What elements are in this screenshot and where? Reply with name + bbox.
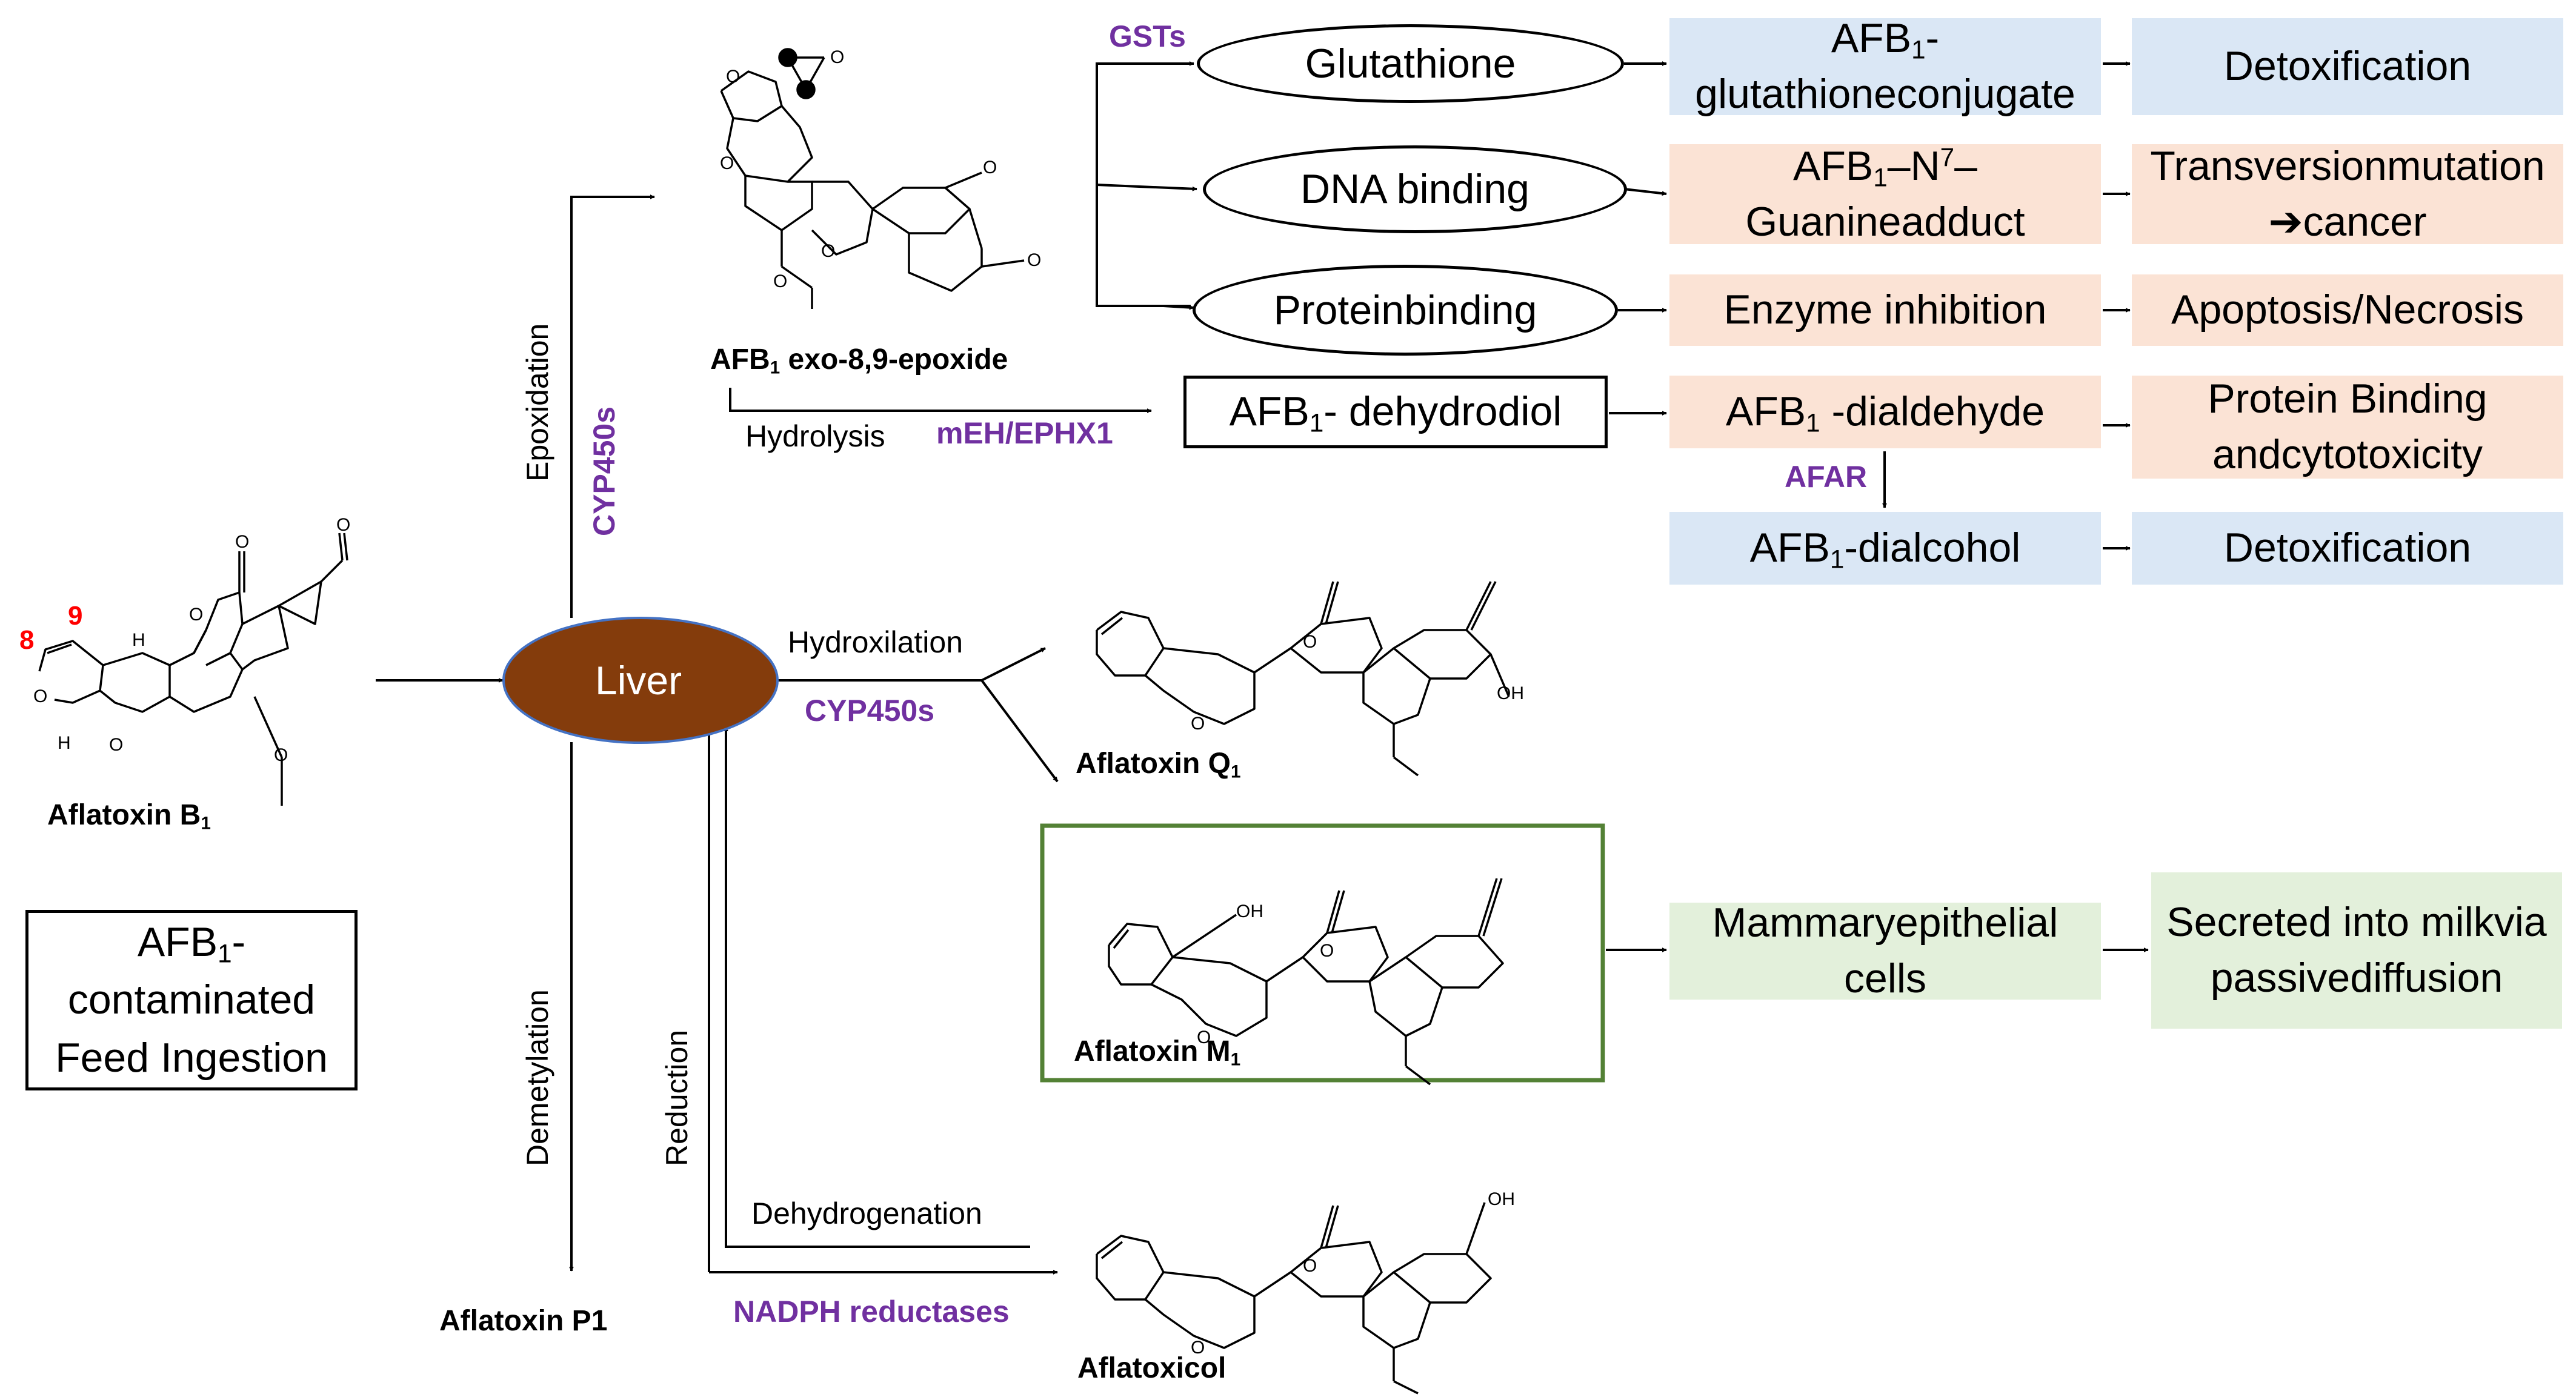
cyp450s-hydroxilation: CYP450s: [805, 694, 935, 728]
m1-frame: [1040, 823, 1605, 1083]
aflatoxicol-structure: [1096, 1202, 1492, 1395]
dna-binding-ellipse: DNA binding: [1203, 145, 1627, 233]
q1-structure: [1096, 581, 1510, 777]
aflatoxicol-atom-o2: O: [1191, 1338, 1205, 1358]
epoxide-atom-o4: O: [821, 241, 836, 261]
demetylation-label: Demetylation: [521, 989, 554, 1166]
afb1-position-8: 8: [19, 625, 35, 655]
afb1-structure: [38, 533, 348, 806]
aflatoxicol-label: Aflatoxicol: [1077, 1352, 1226, 1384]
guanine-adduct-box: AFB1–N7–Guanineadduct: [1669, 143, 2101, 245]
secreted-milk-box: Secreted into milkvia passivediffusion: [2151, 872, 2562, 1029]
hydrolysis-label: Hydrolysis: [745, 419, 885, 453]
meh-ephx1-label: mEH/EPHX1: [936, 416, 1113, 450]
dehydrogenation-label: Dehydrogenation: [751, 1196, 982, 1230]
dialdehyde-box: AFB1 -dialdehyde: [1669, 376, 2101, 448]
epoxide-label: AFB1 exo-8,9-epoxide: [710, 343, 1008, 378]
protein-binding-ellipse: Proteinbinding: [1193, 265, 1618, 356]
arrow-hydrolysis: [729, 388, 1152, 413]
transversion-cancer-box: Transversionmutation ➔cancer: [2132, 143, 2563, 245]
epoxide-atom-o7: O: [773, 271, 788, 291]
m1-structure: [1108, 878, 1504, 1086]
detoxification-box-1: Detoxification: [2132, 18, 2563, 115]
aflatoxicol-atom-o1: O: [1303, 1256, 1317, 1276]
epoxide-atom-o1: O: [726, 67, 741, 87]
epoxide-structure: [720, 48, 1025, 309]
cyp450s-epoxidation: CYP450s: [587, 406, 621, 536]
afb1-label: Aflatoxin B1: [47, 799, 211, 834]
m1-atom-o1: O: [1320, 941, 1334, 961]
m1-atom-o2: O: [1197, 1027, 1211, 1047]
reduction-label: Reduction: [660, 1029, 694, 1166]
dialcohol-box: AFB1-dialcohol: [1669, 512, 2101, 585]
detoxification-box-2: Detoxification: [2132, 512, 2563, 585]
q1-label: Aflatoxin Q1: [1076, 748, 1241, 782]
afb1-atom-o4: O: [235, 532, 250, 552]
glutathione-ellipse: Glutathione: [1197, 24, 1624, 103]
hydroxilation-label: Hydroxilation: [788, 625, 964, 659]
afb1-atom-o6: O: [274, 745, 288, 765]
afb1-atom-o5: O: [336, 515, 351, 535]
afb1-atom-o2: O: [109, 735, 124, 755]
mammary-cells-box: Mammaryepithelial cells: [1669, 900, 2101, 1001]
feed-ingestion-box: AFB1- contaminated Feed Ingestion: [25, 910, 358, 1090]
dehydrodiol-box: AFB1- dehydrodiol: [1183, 376, 1608, 448]
protein-cytotoxicity-box: Protein Binding andcytotoxicity: [2132, 376, 2563, 479]
nadph-reductases-label: NADPH reductases: [733, 1295, 1010, 1329]
epoxide-atom-o5: O: [983, 158, 997, 178]
q1-atom-oh: OH: [1497, 683, 1524, 703]
q1-atom-o1: O: [1303, 632, 1317, 652]
q1-atom-o2: O: [1191, 714, 1205, 734]
afb1-atom-o1: O: [33, 686, 48, 706]
epoxide-atom-o2: O: [830, 47, 845, 67]
aflatoxicol-atom-oh: OH: [1488, 1189, 1515, 1209]
liver-label: Liver: [595, 658, 682, 703]
right-arrow-icon: ➔: [2268, 198, 2303, 245]
arrow-dehydrogenation: [724, 726, 1030, 1248]
apoptosis-box: Apoptosis/Necrosis: [2132, 274, 2563, 346]
enzyme-inhibition-box: Enzyme inhibition: [1669, 274, 2101, 346]
arrow-epoxidation: [570, 194, 655, 618]
afb1-position-9: 9: [68, 601, 83, 631]
afb1-atom-h1: H: [132, 630, 145, 650]
epoxide-atom-o3: O: [720, 153, 734, 173]
m1-atom-oh: OH: [1236, 901, 1263, 921]
epoxide-atom-o6: O: [1027, 250, 1042, 270]
gsts-label: GSTs: [1109, 19, 1186, 53]
afb1-atom-h2: H: [58, 733, 71, 753]
m1-label: Aflatoxin M1: [1074, 1035, 1241, 1070]
glutathione-conjugate-box: AFB1-glutathioneconjugate: [1669, 15, 2101, 117]
liver-shape: [502, 617, 779, 744]
p1-label: Aflatoxin P1: [439, 1305, 608, 1337]
afar-label: AFAR: [1785, 460, 1868, 494]
epoxidation-label: Epoxidation: [521, 323, 554, 482]
afb1-atom-o3: O: [189, 605, 204, 625]
